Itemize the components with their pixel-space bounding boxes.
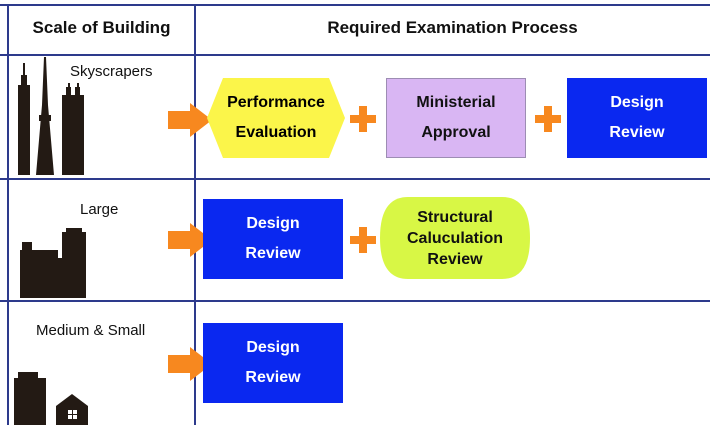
large-building-silhouette bbox=[20, 228, 86, 298]
row-label-medium-small: Medium & Small bbox=[36, 322, 146, 339]
plus-icon bbox=[535, 106, 561, 132]
header-required-examination-process: Required Examination Process bbox=[327, 18, 578, 37]
performance-evaluation-line1: Performance bbox=[227, 94, 325, 111]
design-review-line1: Design bbox=[246, 339, 300, 356]
structural-calculation-review-shape bbox=[380, 197, 530, 279]
design-review-line2: Review bbox=[609, 124, 665, 141]
header-scale-of-building: Scale of Building bbox=[32, 18, 171, 37]
structural-calc-line3: Review bbox=[427, 250, 483, 268]
structural-calc-line2: Caluculation bbox=[406, 229, 503, 247]
design-review-line2: Review bbox=[245, 369, 301, 386]
structural-calculation-review-text: Structural Caluculation Review bbox=[378, 195, 532, 281]
small-building-silhouette bbox=[14, 372, 46, 425]
arrow-right-icon bbox=[168, 223, 212, 257]
arrow-right-icon bbox=[168, 347, 212, 381]
design-review-box-medium-small: Design Review bbox=[203, 323, 343, 403]
row-label-large: Large bbox=[80, 201, 119, 218]
design-review-line1: Design bbox=[610, 94, 664, 111]
performance-evaluation-text: Performance Evaluation bbox=[207, 78, 345, 158]
house-icon bbox=[56, 394, 88, 425]
arrow-right-icon bbox=[168, 103, 212, 137]
design-review-line1: Design bbox=[246, 215, 300, 232]
skyscraper-silhouette bbox=[18, 57, 84, 175]
structural-calc-line1: Structural bbox=[417, 208, 493, 226]
ministerial-approval-box: Ministerial Approval bbox=[386, 78, 526, 158]
performance-evaluation-line2: Evaluation bbox=[235, 124, 317, 141]
plus-icon bbox=[350, 227, 376, 253]
ministerial-approval-line2: Approval bbox=[421, 124, 491, 141]
design-review-box-skyscrapers: Design Review bbox=[567, 78, 707, 158]
design-review-line2: Review bbox=[245, 245, 301, 262]
row-label-skyscrapers: Skyscrapers bbox=[70, 63, 153, 80]
ministerial-approval-line1: Ministerial bbox=[416, 94, 496, 111]
design-review-box-large: Design Review bbox=[203, 199, 343, 279]
performance-evaluation-shape bbox=[207, 78, 345, 158]
plus-icon bbox=[350, 106, 376, 132]
